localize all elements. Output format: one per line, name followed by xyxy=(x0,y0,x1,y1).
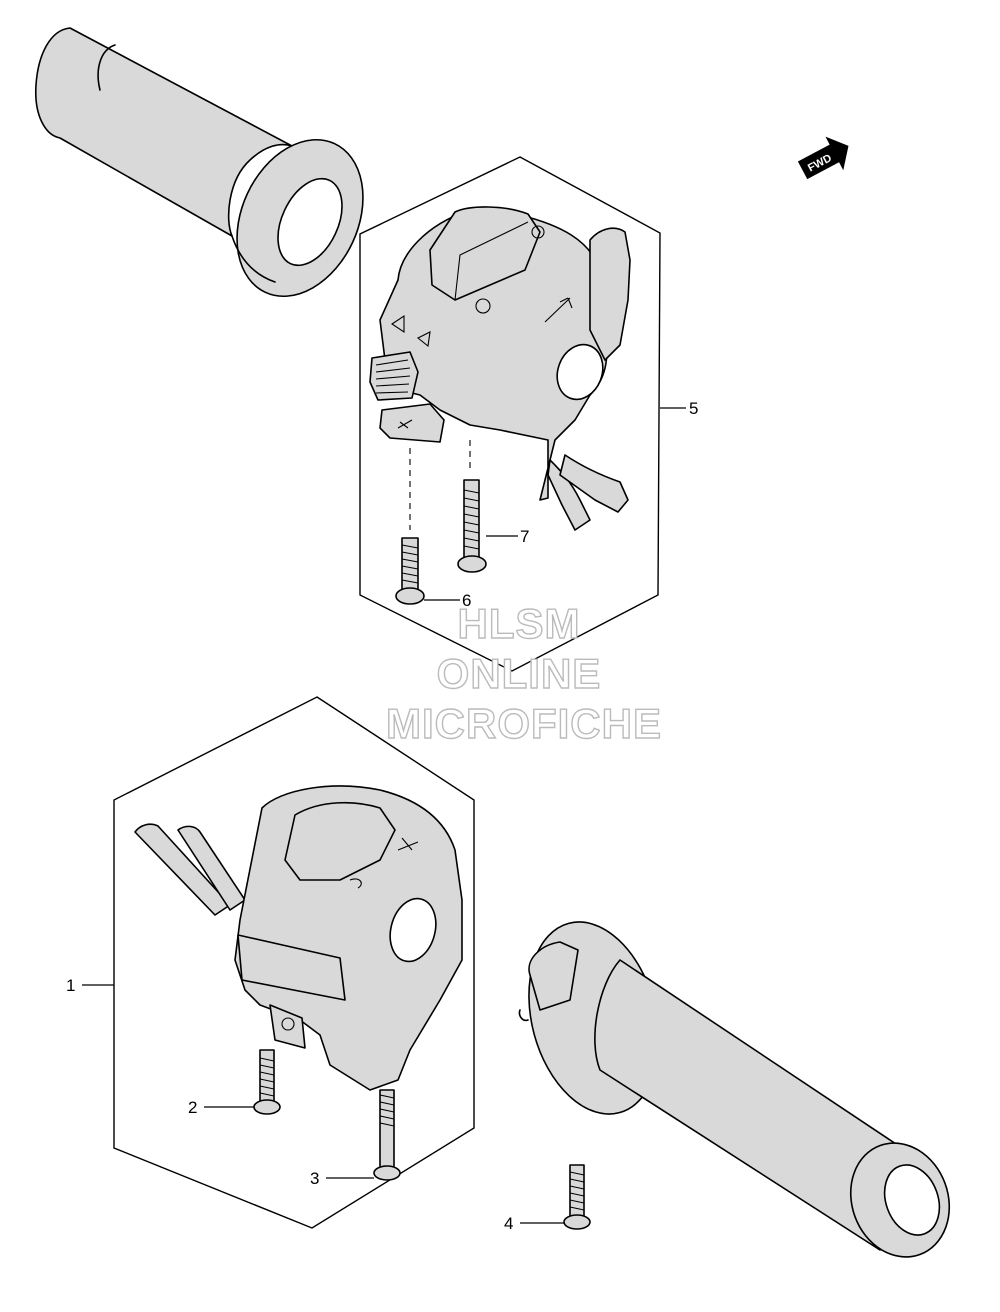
svg-text:1: 1 xyxy=(66,976,75,995)
watermark-line-1: HLSM xyxy=(458,600,581,647)
callout-7: 7 xyxy=(486,527,529,546)
callout-5: 5 xyxy=(660,399,698,418)
svg-text:2: 2 xyxy=(188,1098,197,1117)
fwd-direction-badge: FWD xyxy=(797,136,849,180)
watermark-line-3: MICROFICHE xyxy=(386,700,662,747)
watermark-line-2: ONLINE xyxy=(437,650,602,697)
frame-assembly-5 xyxy=(359,156,661,672)
left-switch-assembly xyxy=(134,785,463,1091)
right-switch-assembly xyxy=(369,206,631,531)
screw-2 xyxy=(253,1049,281,1115)
svg-text:6: 6 xyxy=(462,591,471,610)
throttle-grip xyxy=(518,921,951,1258)
callout-6: 6 xyxy=(424,591,471,610)
svg-text:7: 7 xyxy=(520,527,529,546)
left-grip xyxy=(35,27,364,298)
watermark: HLSM ONLINE MICROFICHE xyxy=(385,599,662,747)
screw-7 xyxy=(457,479,487,573)
frame-assembly-1 xyxy=(113,696,475,1229)
svg-text:5: 5 xyxy=(689,399,698,418)
screw-3 xyxy=(373,1089,401,1181)
callout-2: 2 xyxy=(188,1098,254,1117)
callout-4: 4 xyxy=(504,1214,564,1233)
screw-4 xyxy=(563,1164,591,1230)
callout-1: 1 xyxy=(66,976,114,995)
screw-6 xyxy=(395,537,425,605)
callout-3: 3 xyxy=(310,1169,374,1188)
svg-text:3: 3 xyxy=(310,1169,319,1188)
svg-text:4: 4 xyxy=(504,1214,513,1233)
